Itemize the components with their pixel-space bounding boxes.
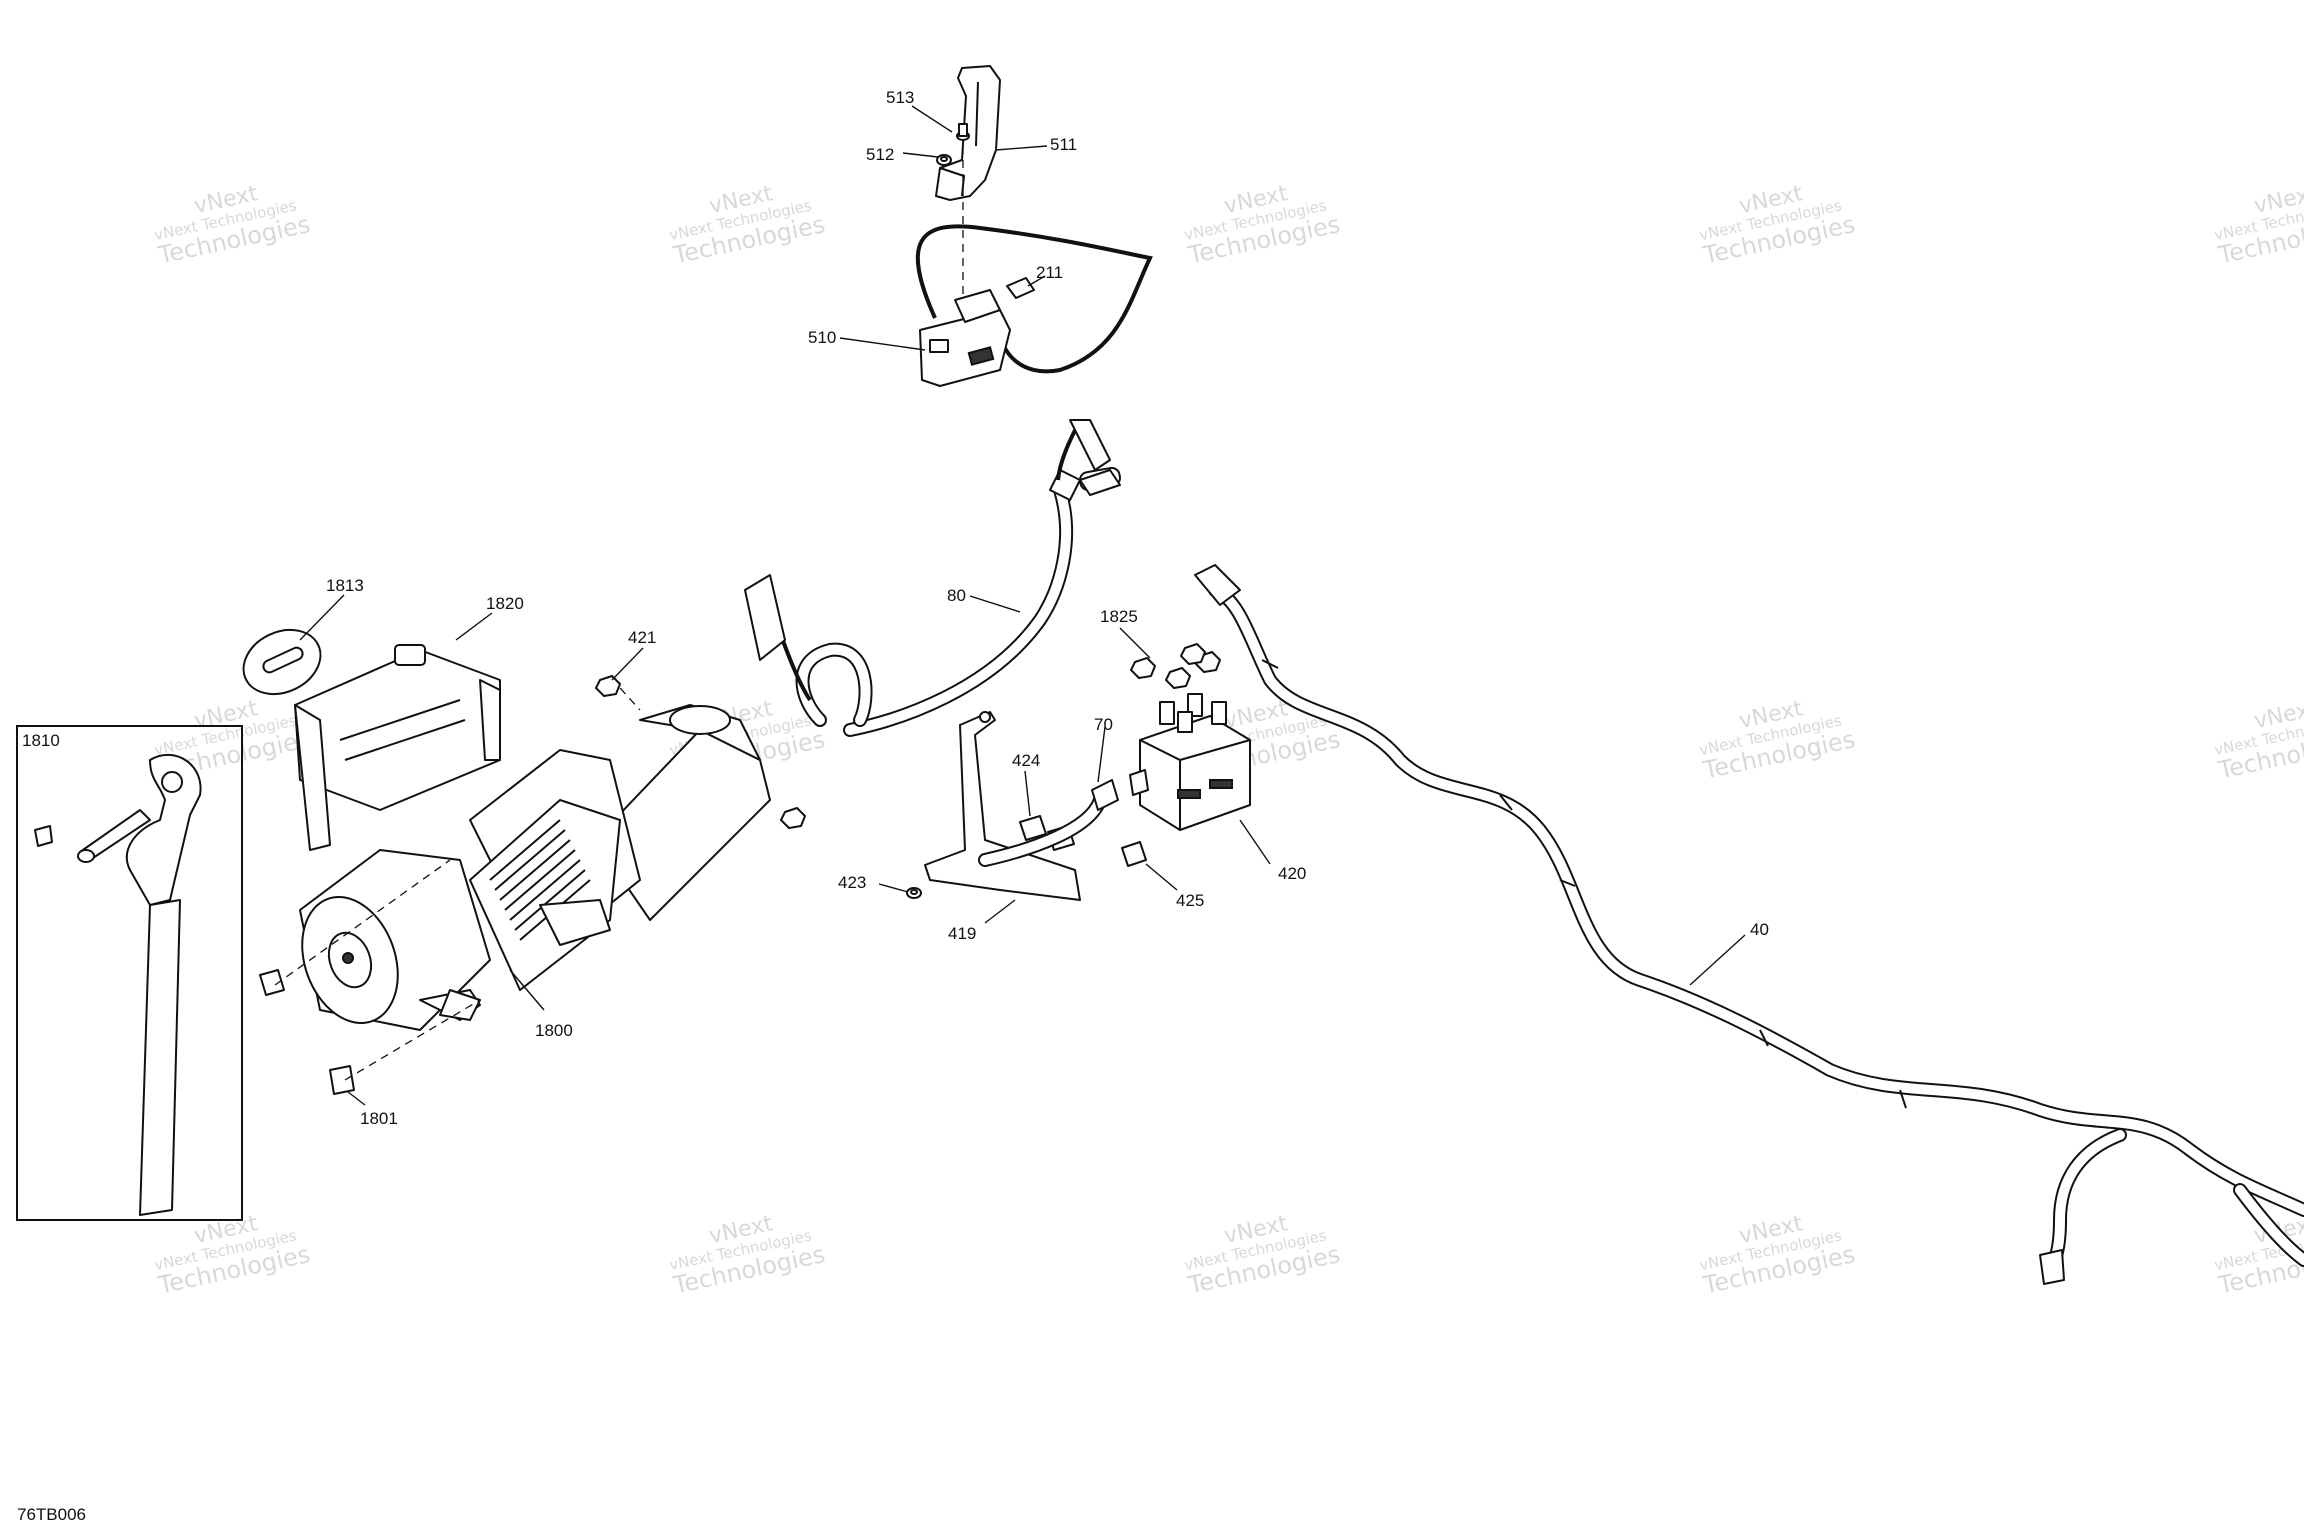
- inset-frame-1810: [16, 725, 243, 1221]
- grommet-1813: [242, 628, 322, 696]
- callout-425: 425: [1176, 891, 1204, 910]
- nut-421-lower: [780, 807, 806, 829]
- solenoid-420: [1129, 693, 1251, 831]
- hook-strap-1810: [34, 754, 202, 1216]
- diagram-id: 76TB006: [17, 1505, 86, 1524]
- bracket-419: [924, 711, 1081, 901]
- harness-40: [1194, 564, 2304, 1285]
- bolt-1801: [329, 1065, 355, 1095]
- callout-labels: 513 512 511 211 510 80 1813 1820 421 182…: [17, 88, 1769, 1524]
- callout-421: 421: [628, 628, 656, 647]
- clip-211: [1006, 277, 1035, 299]
- callout-1801: 1801: [360, 1109, 398, 1128]
- cable-80: [744, 419, 1121, 737]
- callout-512: 512: [866, 145, 894, 164]
- callout-80: 80: [947, 586, 966, 605]
- screw-513: [956, 123, 970, 141]
- callout-1813: 1813: [326, 576, 364, 595]
- bolt-1801-upper: [259, 969, 285, 996]
- callout-419: 419: [948, 924, 976, 943]
- callout-424: 424: [1012, 751, 1040, 770]
- bolt-425: [1121, 841, 1147, 867]
- callout-211: 211: [1036, 263, 1063, 282]
- callout-420: 420: [1278, 864, 1306, 883]
- callout-40: 40: [1750, 920, 1769, 939]
- callout-513: 513: [886, 88, 914, 107]
- callout-510: 510: [808, 328, 836, 347]
- callout-1820: 1820: [486, 594, 524, 613]
- callout-1810: 1810: [22, 731, 60, 750]
- cable-70: [978, 779, 1119, 867]
- winch-assembly-1800: [299, 704, 771, 1031]
- leader-lines: [299, 105, 1746, 1106]
- callout-1800: 1800: [535, 1021, 573, 1040]
- nut-421: [595, 675, 621, 697]
- nut-1825: [1130, 643, 1221, 689]
- fairlead-1820: [294, 644, 501, 851]
- washer-423: [906, 887, 922, 899]
- washer-512: [936, 154, 952, 166]
- callout-1825: 1825: [1100, 607, 1138, 626]
- plug-harness-510: [915, 224, 1153, 387]
- callout-423: 423: [838, 873, 866, 892]
- callout-511: 511: [1050, 135, 1077, 154]
- callout-70: 70: [1094, 715, 1113, 734]
